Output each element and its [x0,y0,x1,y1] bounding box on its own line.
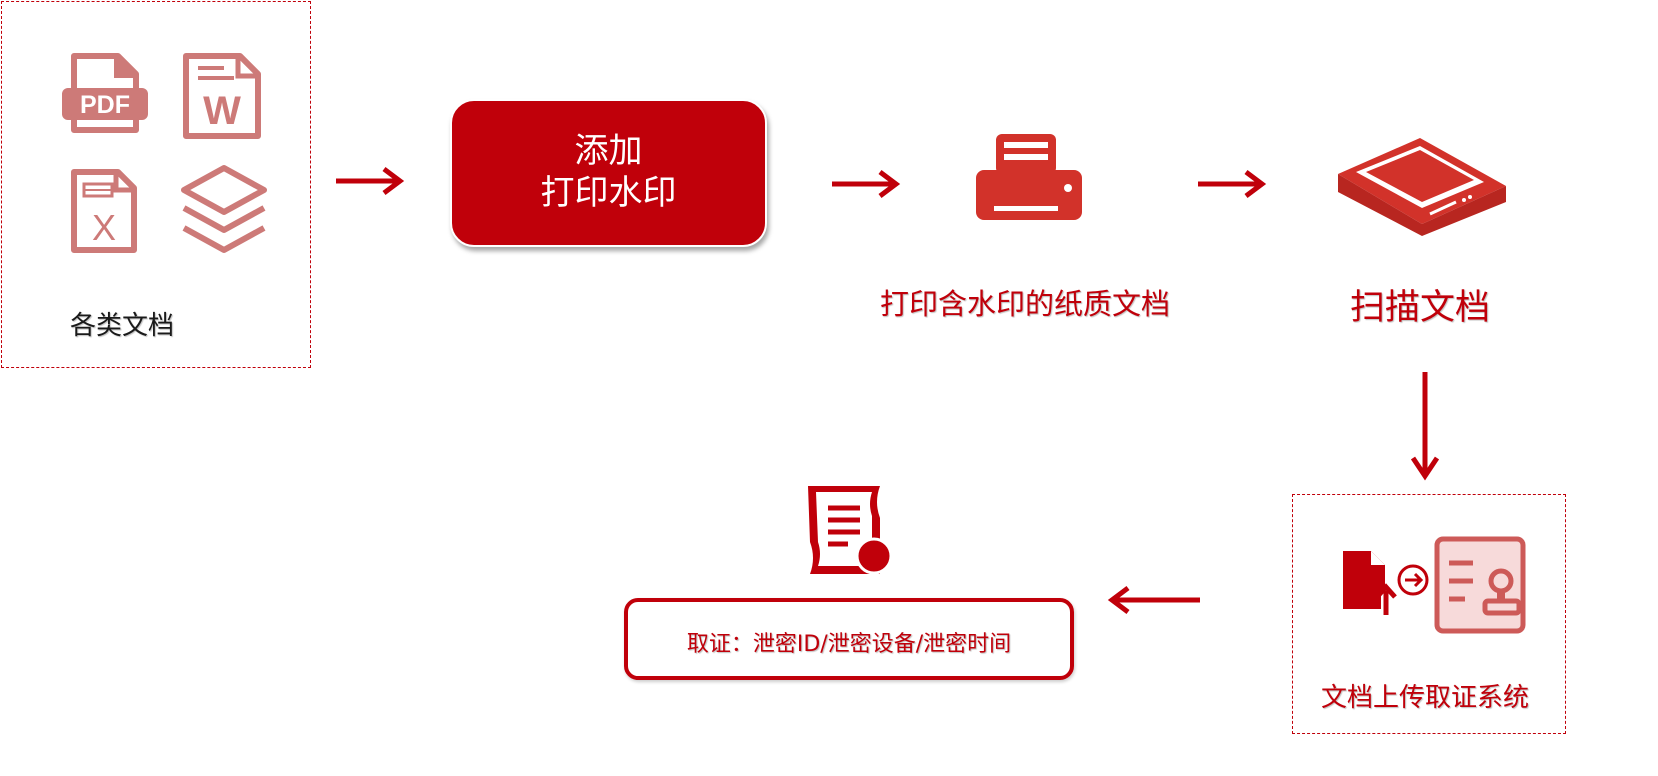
scanner-icon [1334,128,1512,238]
layers-icon [178,162,270,262]
printer-icon [974,132,1084,224]
forensic-result-box: 取证：泄密ID/泄密设备/泄密时间 [624,598,1074,680]
documents-label: 各类文档 [70,311,175,341]
svg-text:W: W [203,89,241,133]
svg-text:X: X [92,207,116,248]
arrow-left [1106,584,1202,616]
arrow-right-3 [1196,168,1268,200]
forensic-label: 取证：泄密ID/泄密设备/泄密时间 [686,632,1012,657]
arrow-right-1 [334,165,406,197]
certificate-icon [800,482,896,582]
upload-label: 文档上传取证系统 [1321,683,1530,713]
pdf-file-icon: PDF [60,52,152,134]
word-file-icon: W [180,52,264,142]
upload-forensic-icon [1341,535,1531,635]
add-watermark-line1: 添加 [574,131,643,171]
print-label: 打印含水印的纸质文档 [880,287,1171,321]
upload-box: 文档上传取证系统 [1292,494,1566,734]
svg-text:PDF: PDF [80,91,130,119]
scan-label: 扫描文档 [1350,288,1491,328]
arrow-down [1408,370,1442,482]
excel-file-icon: X [68,168,140,254]
arrow-right-2 [830,168,902,200]
documents-box: PDF W X 各类文档 [1,1,311,368]
add-watermark-line2: 打印水印 [540,173,677,213]
add-watermark-step: 添加 打印水印 [450,99,767,247]
